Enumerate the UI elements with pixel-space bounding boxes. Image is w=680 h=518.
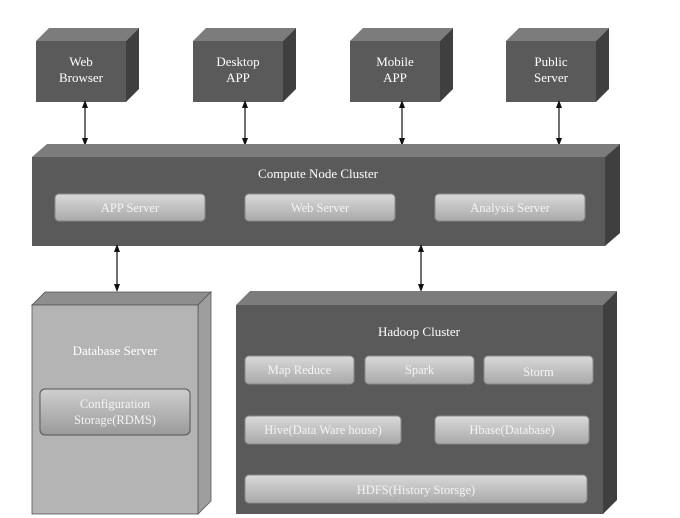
spark-node: Spark <box>364 355 475 385</box>
client-label-line1: Desktop <box>216 54 259 69</box>
client-label-line1: Mobile <box>376 54 414 69</box>
storm-label: Storm <box>523 365 554 379</box>
database-server-title: Database Server <box>73 343 158 358</box>
client-label-line2: Server <box>534 70 569 85</box>
map-reduce-node: Map Reduce <box>244 355 355 385</box>
database-server: Database Server Configuration Storage(RD… <box>31 291 212 515</box>
app-server-node: APP Server <box>54 193 206 222</box>
client-public-server: Public Server <box>506 28 609 102</box>
analysis-server-label: Analysis Server <box>470 201 550 215</box>
map-reduce-label: Map Reduce <box>268 363 332 377</box>
client-label-line1: Web <box>69 54 93 69</box>
hdfs-label: HDFS(History Storsge) <box>357 483 475 497</box>
configuration-storage: Configuration Storage(RDMS) <box>39 388 191 436</box>
hadoop-cluster: Hadoop Cluster Map Reduce Spark Storm Hi… <box>236 291 617 514</box>
hbase-node: Hbase(Database) <box>434 415 590 445</box>
hive-node: Hive(Data Ware house) <box>244 415 402 445</box>
storage-label-line2: Storage(RDMS) <box>74 413 156 427</box>
client-label-line1: Public <box>534 54 567 69</box>
storage-label-line1: Configuration <box>80 397 151 411</box>
hbase-label: Hbase(Database) <box>469 423 554 437</box>
analysis-server-node: Analysis Server <box>434 193 586 222</box>
hadoop-cluster-title: Hadoop Cluster <box>378 324 461 339</box>
client-label-line2: APP <box>226 70 250 85</box>
client-label-line2: Browser <box>59 70 104 85</box>
compute-node-cluster: Compute Node Cluster APP Server Web Serv… <box>32 144 620 246</box>
compute-cluster-title: Compute Node Cluster <box>258 166 379 181</box>
storm-node: Storm <box>483 355 594 385</box>
web-server-node: Web Server <box>244 193 396 222</box>
client-web-browser: Web Browser <box>36 28 139 102</box>
web-server-label: Web Server <box>291 201 350 215</box>
client-label-line2: APP <box>383 70 407 85</box>
hdfs-node: HDFS(History Storsge) <box>244 474 588 504</box>
spark-label: Spark <box>405 363 435 377</box>
hive-label: Hive(Data Ware house) <box>264 423 381 437</box>
app-server-label: APP Server <box>101 201 160 215</box>
client-mobile-app: Mobile APP <box>350 28 453 102</box>
client-desktop-app: Desktop APP <box>193 28 296 102</box>
